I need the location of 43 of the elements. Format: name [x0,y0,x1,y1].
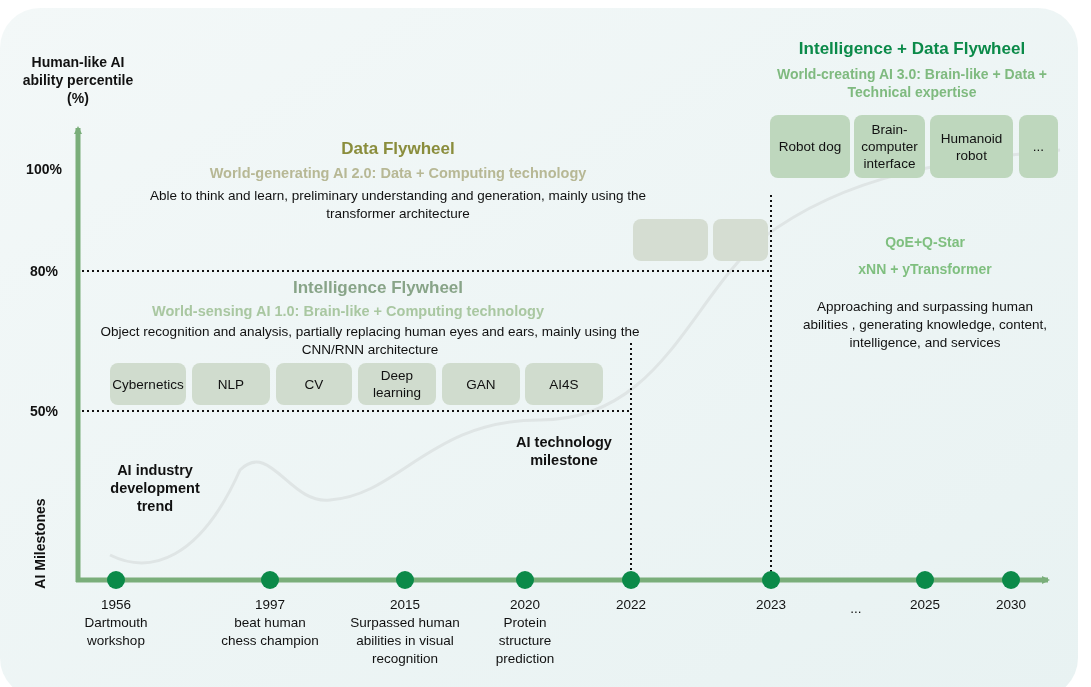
year-label: 2015 [388,596,421,614]
year-label: 1997 [253,596,286,614]
axis-title: Human-like AI ability percentile (%) [21,53,135,107]
milestone-text: Protein structure prediction [494,614,556,668]
technology-box: GAN [442,363,520,405]
axis-title: AI Milestones [31,497,49,591]
empty-box [633,219,708,261]
technology-box: Cybernetics [110,363,186,405]
milestone-text: Dartmouth workshop [83,614,149,650]
technology-box: Humanoid robot [930,115,1013,178]
axis-tick-label: 50% [29,402,59,420]
year-label: 2025 [908,596,941,614]
annotation-text: AI industry development trend [109,461,201,515]
technology-box: AI4S [525,363,603,405]
section-subtitle: World-generating AI 2.0: Data + Computing technology [208,164,588,182]
description-text: Object recognition and analysis, partially replacing human eyes and ears, mainly using the CNN/RNN architecture [99,323,641,359]
description-text: Approaching and surpassing human abilities , generating knowledge, content, intelligence, and services [802,298,1048,352]
section-heading: Data Flywheel [340,138,456,160]
technology-box: CV [276,363,352,405]
technology-box: Robot dog [770,115,850,178]
section-heading: Intelligence + Data Flywheel [797,38,1027,60]
milestone-text: beat human chess champion [220,614,320,650]
section-subtitle: World-sensing AI 1.0: Brain-like + Computing technology [151,302,545,320]
description-text: Able to think and learn, preliminary understanding and generation, mainly using the transformer architecture [148,187,648,223]
year-label: 1956 [99,596,132,614]
year-label: 2022 [614,596,647,614]
technology-box: ... [1019,115,1058,178]
technology-label: xNN + yTransformer [857,260,993,278]
axis-tick-label: 100% [25,160,63,178]
ellipsis: ... [849,600,863,618]
technology-box: Deep learning [358,363,436,405]
technology-box: Brain-computer interface [854,115,925,178]
section-subtitle: World-creating AI 3.0: Brain-like + Data + Technical expertise [776,65,1048,101]
milestone-text: Surpassed human abilities in visual recognition [349,614,461,668]
axis-tick-label: 80% [29,262,59,280]
section-heading: Intelligence Flywheel [291,277,465,299]
year-label: 2020 [508,596,541,614]
annotation-text: AI technology milestone [515,433,613,469]
year-label: 2023 [754,596,787,614]
technology-label: QoE+Q-Star [884,233,966,251]
year-label: 2030 [994,596,1027,614]
technology-box: NLP [192,363,270,405]
empty-box [713,219,768,261]
